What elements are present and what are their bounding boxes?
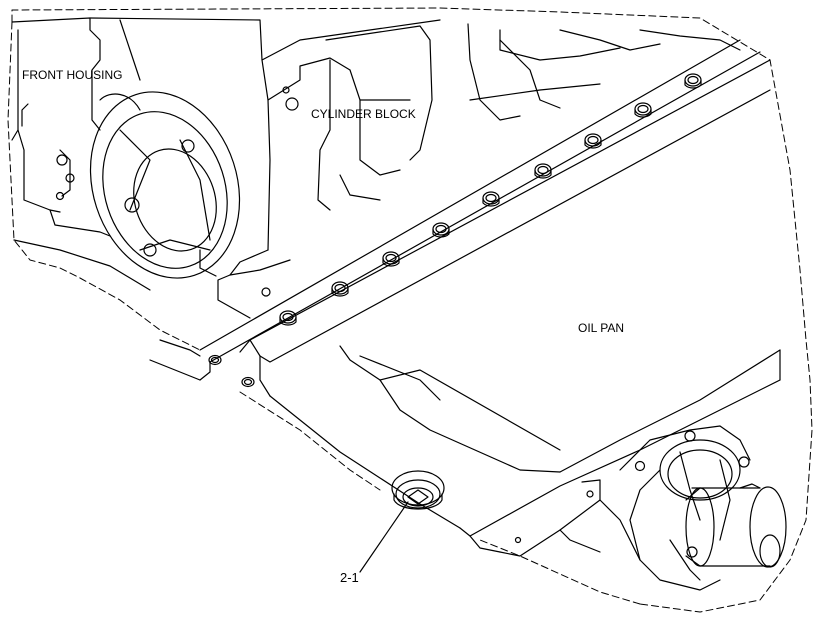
bolt-head <box>382 251 400 267</box>
bolt-head <box>584 133 602 149</box>
oil-pan-label: OIL PAN <box>578 321 625 335</box>
bolt-head <box>331 281 349 297</box>
outer-silhouette-dashed <box>7 7 813 613</box>
front-housing-shape <box>11 17 151 291</box>
front-housing-label: FRONT HOUSING <box>22 68 123 82</box>
drain-plug-callout: 2-1 <box>340 570 359 585</box>
rear-cylinder-shape <box>685 483 787 568</box>
bolt-head <box>482 191 500 207</box>
bolt-head <box>534 163 552 179</box>
block-rail-shape <box>149 39 771 381</box>
bolt-head <box>241 376 255 388</box>
bolt-head <box>684 73 702 89</box>
front-pulley-shape <box>89 91 241 279</box>
bolt-head <box>432 222 450 238</box>
cylinder-block-label: CYLINDER BLOCK <box>311 107 416 121</box>
oil-pan-shape <box>249 89 781 557</box>
rear-housing-shape <box>599 425 751 591</box>
drain-plug-shape <box>391 470 445 510</box>
flange-bolts <box>208 73 702 388</box>
bolt-head <box>634 102 652 118</box>
bolt-head <box>279 310 297 326</box>
cylinder-block-shape <box>89 17 741 319</box>
bolt-head <box>208 354 222 366</box>
callout-leader-line <box>359 501 409 573</box>
